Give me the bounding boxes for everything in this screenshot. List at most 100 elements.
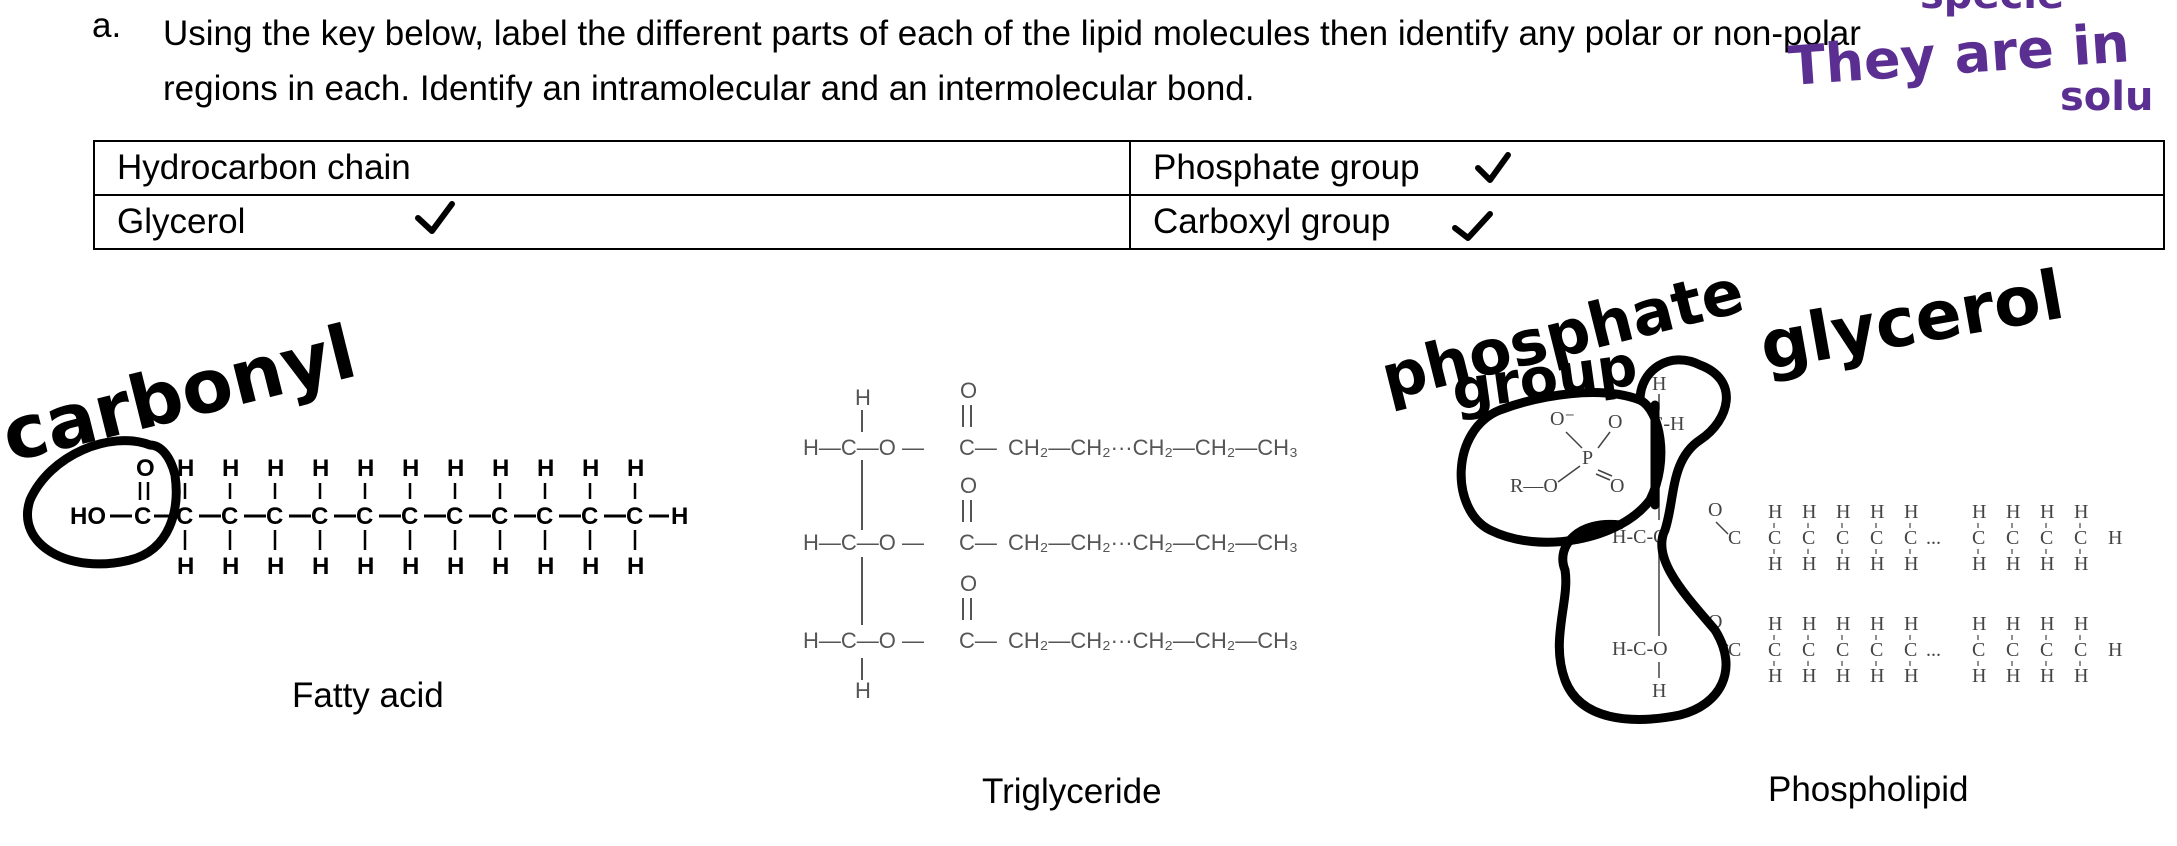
phos-chain-h: H — [1904, 501, 1918, 523]
fatty-acid-hydrogen: H — [357, 455, 374, 482]
fatty-acid-hydrogen: H — [582, 553, 599, 580]
key-cell-hydrocarbon: Hydrocarbon chain — [93, 140, 1131, 196]
phos-chain-h: H — [1870, 501, 1884, 523]
phos-chain-h: H — [2040, 501, 2054, 523]
fatty-acid-hydrogen: H — [312, 553, 329, 580]
phos-chain-h: H — [1768, 553, 1782, 575]
phos-chain-c: C — [2074, 527, 2087, 549]
phos-chain-h: H — [2074, 613, 2088, 635]
phos-chain-terminal-h: H — [2108, 527, 2122, 549]
phos-chain-h: H — [1904, 553, 1918, 575]
fatty-acid-carbon: C — [401, 503, 418, 530]
phos-chain-ellipsis: ... — [1926, 527, 1941, 549]
trig-tail: CH₂—CH₂···CH₂—CH₂—CH₃ — [1008, 530, 1298, 555]
phos-chain-c: C — [2040, 639, 2053, 661]
fatty-acid-carbon: C — [446, 503, 463, 530]
phos-chain-c: C — [1904, 639, 1917, 661]
phos-o-top: O — [1608, 411, 1622, 433]
phospholipid-label: Phospholipid — [1768, 770, 1969, 809]
phos-chain-h: H — [1802, 613, 1816, 635]
phos-chain-h: H — [1836, 501, 1850, 523]
fatty-acid-hydrogen: H — [537, 455, 554, 482]
trig-tail: CH₂—CH₂···CH₂—CH₂—CH₃ — [1008, 435, 1298, 460]
phos-chain-h: H — [1802, 553, 1816, 575]
question-text: Using the key below, label the different… — [163, 6, 2083, 116]
fatty-acid-carbon: C — [581, 503, 598, 530]
fatty-acid-hydrogen: H — [627, 553, 644, 580]
phos-chain-ellipsis: ... — [1926, 639, 1941, 661]
handwritten-purple-top: specie — [1920, 0, 2064, 18]
check-icon — [415, 201, 455, 234]
trig-h-c-o: H—C—O — — [803, 530, 924, 555]
fatty-acid-hydrogen: H — [582, 455, 599, 482]
phos-chain-c: C — [2006, 527, 2019, 549]
key-row: Glycerol Carboxyl group — [93, 194, 2165, 250]
phos-chain-h: H — [1768, 613, 1782, 635]
phos-chain-c: C — [1972, 639, 1985, 661]
fatty-acid-hydrogen: H — [402, 455, 419, 482]
fatty-acid-ho: HO — [70, 503, 106, 530]
fatty-acid-hydrogen: H — [222, 553, 239, 580]
glycerol-outline — [1554, 355, 1731, 724]
fatty-acid-hydrogen: H — [357, 553, 374, 580]
phos-chain-c: C — [2006, 639, 2019, 661]
key-cell-glycerol: Glycerol — [93, 194, 1131, 250]
fatty-acid-carbon: C — [356, 503, 373, 530]
phos-chain-h: H — [2040, 665, 2054, 687]
trig-carbonyl-o: O — [960, 571, 977, 596]
phos-chain-h: H — [1870, 553, 1884, 575]
phos-chain-h: H — [1870, 613, 1884, 635]
phos-chain-h: H — [1836, 613, 1850, 635]
key-table: Hydrocarbon chain Phosphate group Glycer… — [93, 140, 2165, 250]
phos-carbonyl-c: C — [1728, 527, 1741, 549]
key-label-hydrocarbon-chain: Hydrocarbon chain — [117, 148, 411, 187]
fatty-acid-carbon: C — [176, 503, 193, 530]
phos-chain-h: H — [1768, 501, 1782, 523]
phos-chain-c: C — [1972, 527, 1985, 549]
fatty-acid-hydrogen: H — [627, 455, 644, 482]
phos-chain-h: H — [2006, 665, 2020, 687]
phos-chain-h: H — [2006, 553, 2020, 575]
phos-top-h: H — [1652, 373, 1666, 395]
fatty-acid-hydrogen: H — [177, 455, 194, 482]
phos-h-c-o-2: H-C-O — [1612, 638, 1668, 660]
phos-chain-h: H — [1972, 665, 1986, 687]
triglyceride-label: Triglyceride — [982, 772, 1162, 811]
fatty-acid-hydrogen: H — [312, 455, 329, 482]
key-cell-phosphate: Phosphate group — [1129, 140, 2165, 196]
phospholipid-chains: OCHCHHCHHCHHCHHCH...HCHHCHHCHHCHHOCHCHHC… — [1708, 499, 2122, 687]
phos-chain-h: H — [1972, 553, 1986, 575]
carbonyl-circle — [23, 436, 181, 569]
phos-carbonyl-o: O — [1708, 499, 1722, 521]
phos-chain-h: H — [2040, 553, 2054, 575]
question-letter: a. — [92, 6, 122, 45]
fatty-acid-carbon: C — [221, 503, 238, 530]
key-label-carboxyl-group: Carboxyl group — [1153, 202, 1391, 241]
phos-chain-c: C — [1836, 639, 1849, 661]
phos-bottom-h: H — [1652, 680, 1666, 702]
handwritten-glycerol: glycerol — [1754, 256, 2069, 387]
check-icon — [1452, 211, 1493, 241]
phos-chain-c: C — [1904, 527, 1917, 549]
fatty-acid-carbon: C — [311, 503, 328, 530]
phos-chain-c: C — [1870, 527, 1883, 549]
trig-carbonyl-o: O — [960, 378, 977, 403]
phos-o-double: O — [1610, 475, 1624, 497]
fatty-acid-carbon: C — [491, 503, 508, 530]
fatty-acid-hydrogen: H — [492, 553, 509, 580]
fatty-acid-hydrogen: H — [402, 553, 419, 580]
trig-carbonyl-c: C— — [959, 435, 997, 460]
fatty-acid-carbon: C — [536, 503, 553, 530]
phos-chain-c: C — [1768, 527, 1781, 549]
fatty-acid-hydrogen: H — [177, 553, 194, 580]
trig-top-h: H — [855, 385, 871, 410]
phos-o-minus: O⁻ — [1550, 408, 1575, 430]
fatty-acid-carbon: C — [626, 503, 643, 530]
phos-chain-c: C — [2040, 527, 2053, 549]
